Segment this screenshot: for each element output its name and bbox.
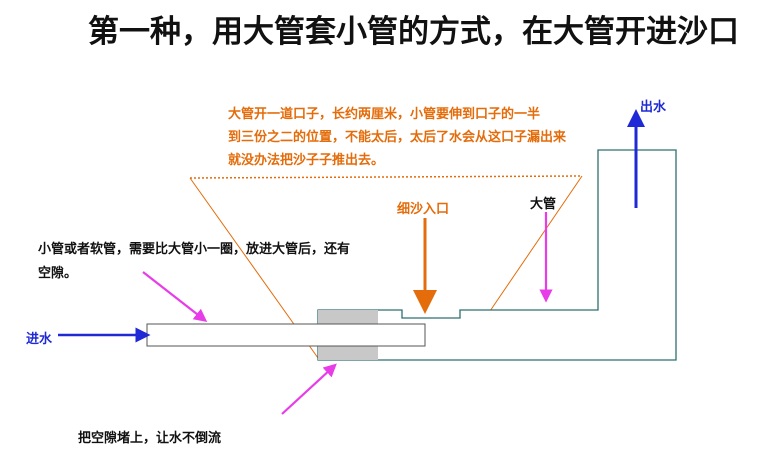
small-pipe-note-line-1: 小管或者软管，需要比大管小一圈，放进大管后，还有 bbox=[38, 242, 351, 257]
big-pipe-label: 大管 bbox=[530, 197, 557, 212]
slot-note-line-3: 就没办法把沙子子推出去。 bbox=[228, 153, 385, 168]
seal-note: 把空隙堵上，让水不倒流 bbox=[78, 431, 222, 446]
seal-pointer-arrow bbox=[281, 363, 337, 415]
small-pipe-note-line-2: 空隙。 bbox=[38, 266, 78, 281]
page-title: 第一种，用大管套小管的方式，在大管开进沙口 bbox=[88, 14, 739, 50]
seal-top bbox=[318, 310, 378, 324]
slot-explanation-note: 大管开一道口子，长约两厘米，小管要伸到口子的一半 到三份之二的位置，不能太后，太… bbox=[228, 103, 566, 172]
slot-note-line-1: 大管开一道口子，长约两厘米，小管要伸到口子的一半 bbox=[228, 107, 541, 122]
small-pipe-note: 小管或者软管，需要比大管小一圈，放进大管后，还有 空隙。 bbox=[38, 238, 350, 286]
small-pipe-pointer-arrow bbox=[142, 271, 208, 323]
sand-inlet-label: 细沙入口 bbox=[397, 202, 450, 217]
small-pipe bbox=[146, 323, 426, 347]
water-in-label: 进水 bbox=[26, 332, 53, 347]
seal-bottom bbox=[318, 346, 378, 360]
slot-note-line-2: 到三份之二的位置，不能太后，太后了水会从这口子漏出来 bbox=[228, 130, 567, 145]
water-out-label: 出水 bbox=[640, 100, 667, 115]
